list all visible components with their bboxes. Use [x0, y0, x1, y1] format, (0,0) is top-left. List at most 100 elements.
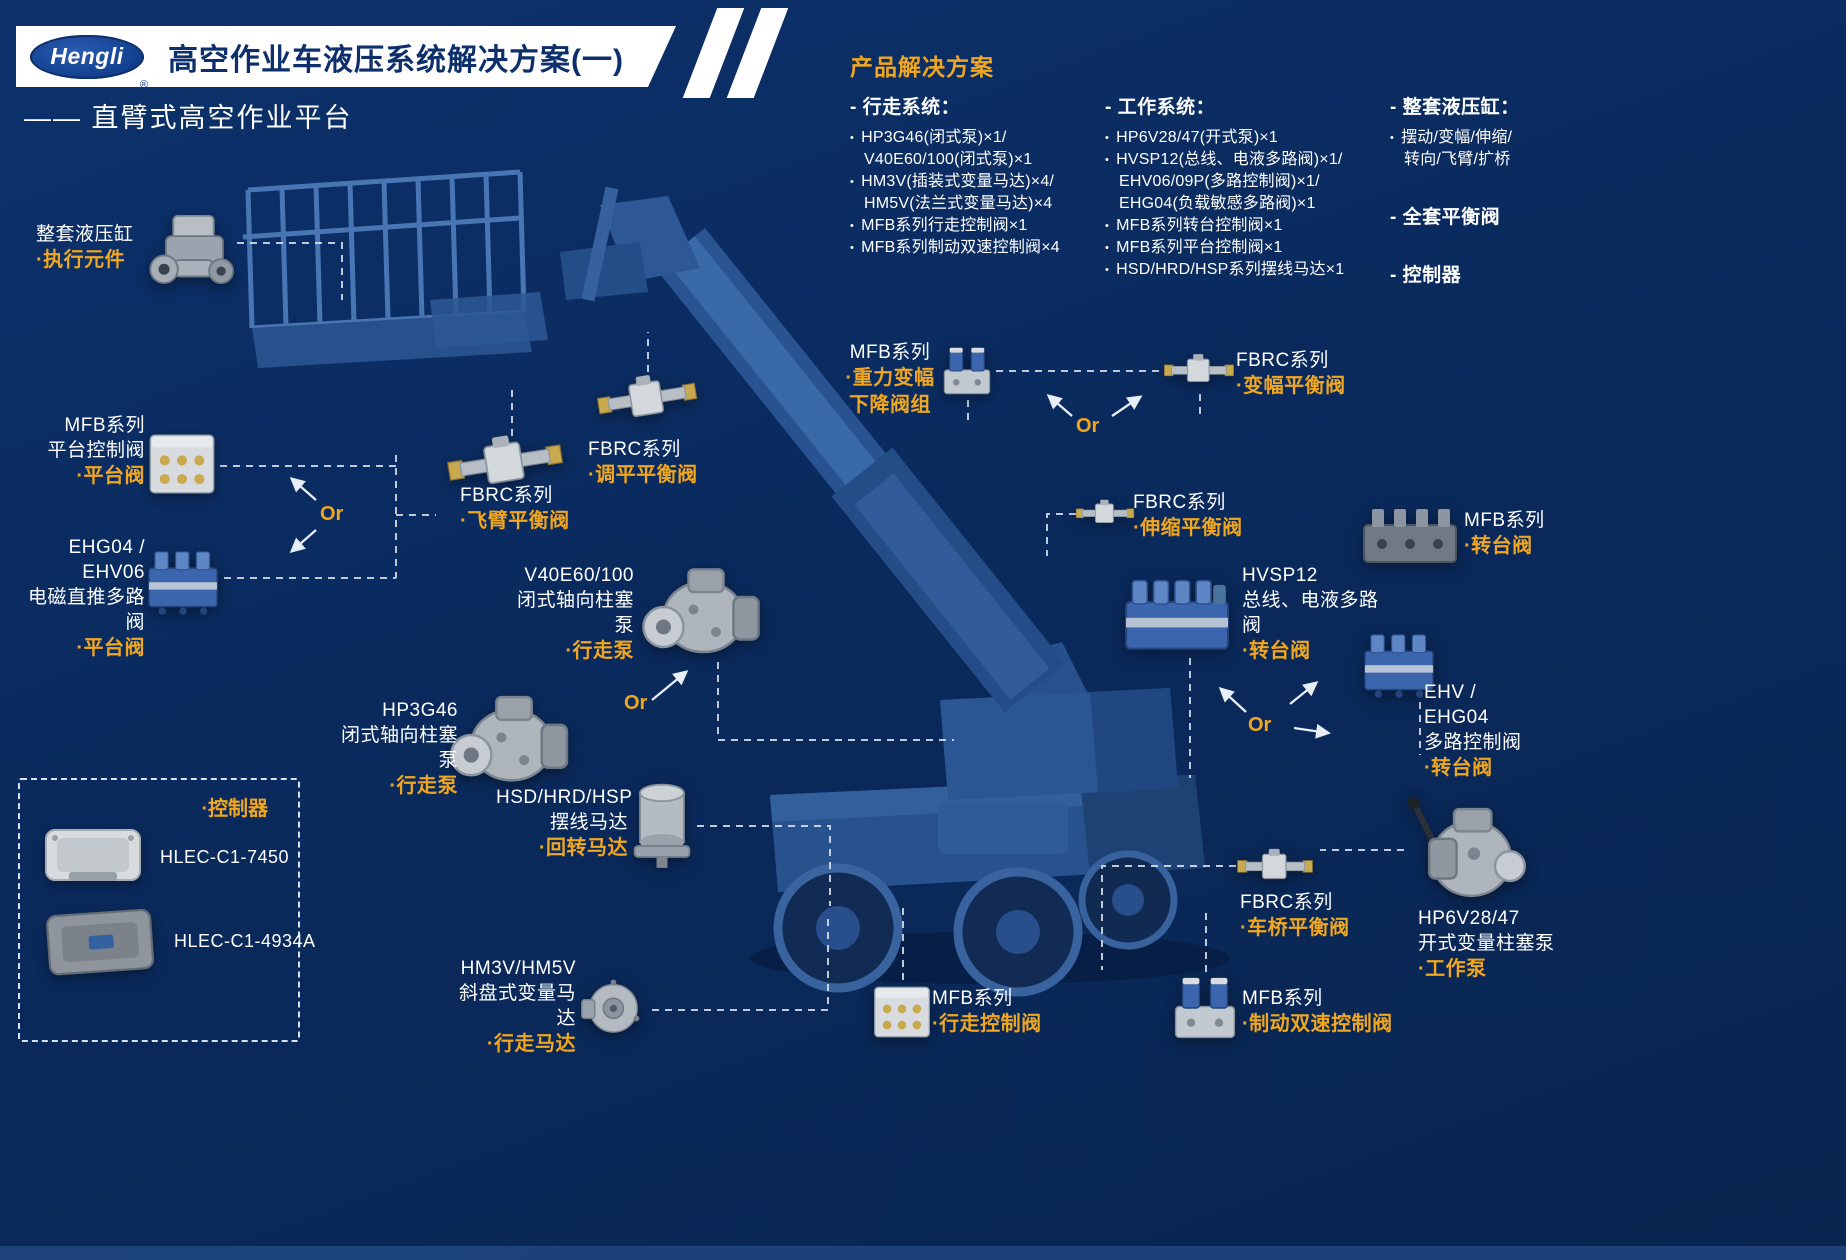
callout-line: 闭式轴向柱塞泵 — [340, 725, 458, 771]
solutions-item-text: MFB系列行走控制阀×1 — [861, 217, 1028, 234]
bullet-icon: • — [850, 220, 855, 232]
v40-pump-image — [638, 562, 764, 662]
solutions-item: EHG04(负载敏感多路阀)×1 — [1105, 193, 1390, 215]
solutions-heading: - 工作系统： — [1105, 97, 1216, 118]
callout-line: ·执行元件 — [36, 249, 126, 271]
solutions-item-text: HM5V(法兰式变量马达)×4 — [864, 195, 1053, 212]
callout-line: ·伸缩平衡阀 — [1133, 517, 1243, 539]
solutions-item-text: V40E60/100(闭式泵)×1 — [864, 151, 1033, 168]
solutions-item: • MFB系列转台控制阀×1 — [1105, 215, 1390, 237]
callout-line: ·行走马达 — [486, 1033, 576, 1055]
or-luffing-valve: Or — [1076, 415, 1100, 437]
solutions-item-text: EHV06/09P(多路控制阀)×1/ — [1119, 173, 1320, 190]
mfb-turntable-valve-image — [1360, 503, 1460, 567]
hvsp12-valve-image — [1120, 570, 1234, 655]
solutions-item-text: HVSP12(总线、电液多路阀)×1/ — [1116, 151, 1343, 168]
fbrc-axle-callout: FBRC系列·车桥平衡阀 — [1240, 890, 1380, 942]
callout-line: 下降阀组 — [849, 394, 931, 416]
solutions-column-1: - 行走系统：•HP3G46(闭式泵)×1/V40E60/100(闭式泵)×1•… — [850, 92, 1102, 259]
or-turntable-valve: Or — [1248, 714, 1272, 736]
fbrc-telescopic-valve-image — [1075, 490, 1135, 536]
solutions-item: • HVSP12(总线、电液多路阀)×1/ — [1105, 149, 1390, 171]
solutions-item: •MFB系列制动双速控制阀×4 — [850, 237, 1102, 259]
callout-line: MFB系列 — [64, 415, 145, 436]
callout-line: V40E60/100 — [524, 565, 634, 586]
callout-line: FBRC系列 — [588, 439, 681, 460]
cylinder-callout: 整套液压缸 ·执行元件 — [36, 222, 166, 274]
solutions-item: 转向/飞臂/扩桥 — [1390, 149, 1630, 171]
connector-lines — [220, 242, 1421, 1011]
mfb-turntable-callout: MFB系列 ·转台阀 — [1464, 508, 1564, 560]
solutions-column-3: - 整套液压缸：•摆动/变幅/伸缩/转向/飞臂/扩桥- 全套平衡阀- 控制器 — [1390, 92, 1630, 287]
callout-line: ·调平平衡阀 — [588, 464, 698, 486]
mfb-platform-valve-image — [146, 426, 218, 502]
ehg-multiway-valve-image — [142, 543, 224, 617]
solutions-item-text: EHG04(负载敏感多路阀)×1 — [1119, 195, 1316, 212]
callout-line: MFB系列 — [1464, 510, 1545, 531]
callout-line: 摆线马达 — [549, 812, 628, 833]
fbrc-leveling-callout: FBRC系列 ·调平平衡阀 — [588, 437, 716, 489]
solutions-item: •HP3G46(闭式泵)×1/ — [850, 127, 1102, 149]
hlec-c1-4934a-image — [42, 904, 158, 978]
hsd-motor-callout: HSD/HRD/HSP 摆线马达 ·回转马达 — [496, 785, 633, 862]
callout-line: ·转台阀 — [1424, 757, 1493, 779]
callout-line: ·回转马达 — [538, 837, 628, 859]
solutions-item-text: HP3G46(闭式泵)×1/ — [861, 129, 1007, 146]
callout-line: 平台控制阀 — [47, 440, 145, 461]
callout-line: ·平台阀 — [76, 637, 145, 659]
controller-box: ·控制器 HLEC-C1-7450 HLEC-C1-4934A — [18, 778, 315, 1042]
fbrc-telescopic-callout: FBRC系列·伸缩平衡阀 — [1133, 490, 1273, 542]
callout-line: EHV / EHG04 — [1424, 682, 1489, 728]
solutions-heading: - 行走系统： — [850, 97, 961, 118]
callout-line: ·工作泵 — [1418, 958, 1487, 980]
bullet-icon: • — [1105, 220, 1110, 232]
solutions-item: V40E60/100(闭式泵)×1 — [850, 149, 1102, 171]
callout-line: ·行走控制阀 — [932, 1013, 1042, 1035]
callout-line: HSD/HRD/HSP — [496, 787, 633, 808]
callout-line: HM3V/HM5V — [460, 958, 576, 979]
solutions-item-text: MFB系列平台控制阀×1 — [1116, 239, 1283, 256]
callout-line: ·车桥平衡阀 — [1240, 917, 1350, 939]
callout-line: 总线、电液多路阀 — [1242, 590, 1379, 636]
hm3v-motor-image — [576, 973, 648, 1043]
solutions-title: 产品解决方案 — [850, 54, 994, 80]
solutions-item: •HSD/HRD/HSP系列摆线马达×1 — [1105, 259, 1390, 281]
hsd-motor-image — [630, 778, 694, 870]
callout-line: ·转台阀 — [1464, 535, 1533, 557]
bullet-icon: • — [1105, 154, 1110, 166]
solutions-item-text: HP6V28/47(开式泵)×1 — [1116, 129, 1278, 146]
callout-line: ·重力变幅 — [845, 367, 935, 389]
or-arrows — [289, 394, 1331, 739]
callout-line: HP3G46 — [382, 700, 458, 721]
hlec-c1-7450-image — [42, 826, 144, 888]
controller-row: HLEC-C1-7450 — [42, 826, 289, 888]
callout-line: 整套液压缸 — [36, 224, 134, 245]
fbrc-luffing-callout: FBRC系列·变幅平衡阀 — [1236, 348, 1376, 400]
solutions-item: •摆动/变幅/伸缩/ — [1390, 127, 1630, 149]
mfb-brake-callout: MFB系列·制动双速控制阀 — [1242, 986, 1407, 1038]
callout-line: ·平台阀 — [76, 465, 145, 487]
controller-box-label: ·控制器 — [201, 798, 268, 820]
callout-line: ·行走泵 — [565, 640, 634, 662]
or-travel-pump: Or — [624, 692, 648, 714]
callout-line: 开式变量柱塞泵 — [1418, 933, 1555, 954]
hengli-logo-text: Hengli — [50, 43, 124, 69]
solutions-item-text: HSD/HRD/HSP系列摆线马达×1 — [1116, 261, 1345, 278]
callout-line: ·制动双速控制阀 — [1242, 1013, 1393, 1035]
bullet-icon: • — [850, 176, 855, 188]
solutions-item: • MFB系列行走控制阀×1 — [850, 215, 1102, 237]
solutions-item-text: MFB系列转台控制阀×1 — [1116, 217, 1283, 234]
solutions-item: EHV06/09P(多路控制阀)×1/ — [1105, 171, 1390, 193]
controller-model: HLEC-C1-7450 — [160, 846, 290, 867]
mfb-travel-callout: MFB系列·行走控制阀 — [932, 986, 1072, 1038]
fbrc-flyjib-callout: FBRC系列·飞臂平衡阀 — [460, 483, 588, 535]
registered-mark: ® — [139, 78, 148, 91]
solutions-item: • MFB系列平台控制阀×1 — [1105, 237, 1390, 259]
bullet-icon: • — [1105, 242, 1110, 254]
